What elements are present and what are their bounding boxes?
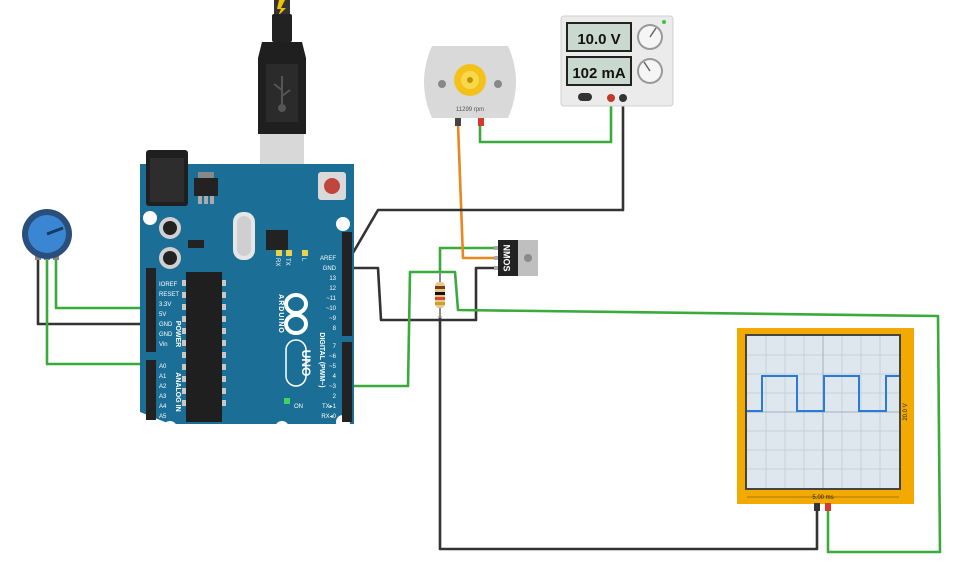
pin-label-bottom_pins-3: 4 (333, 374, 337, 380)
pin-label-power_pins-5: GND (159, 332, 173, 338)
scope-signal-probe[interactable] (825, 503, 831, 511)
pin-label-bottom_pins-1: ~6 (329, 354, 337, 360)
arduino-brand-text: ARDUINO (277, 294, 284, 334)
tx-led (286, 250, 292, 256)
motor-rpm: 11299 rpm (456, 107, 484, 113)
power-switch[interactable] (578, 93, 592, 101)
digital-header-top[interactable] (342, 232, 352, 336)
wire-drain-motor[interactable] (456, 123, 496, 260)
pin-label-bottom_pins-0: 7 (333, 344, 337, 350)
pin-label-bottom_pins-4: ~3 (329, 384, 337, 390)
wire-gnd-mosfet[interactable] (350, 266, 496, 322)
potentiometer[interactable] (22, 209, 72, 260)
wire-pot-5v[interactable] (54, 258, 150, 310)
pin-label-power_pins-4: GND (159, 322, 173, 328)
pin-label-analog_pins-3: A3 (159, 394, 167, 400)
pin-label-top_pins-3: 12 (329, 286, 336, 292)
wire-gnd-scope[interactable] (438, 316, 819, 551)
supply-current-display: 102 mA (572, 65, 626, 82)
mosfet-label: NMOS (502, 245, 512, 272)
wire-pot-a0[interactable] (45, 258, 150, 366)
power-header-label: POWER (174, 321, 181, 347)
pin-label-top_pins-5: ~10 (326, 306, 337, 312)
oscilloscope[interactable] (737, 328, 914, 511)
digital-header-label: DIGITAL (PWM~) (318, 332, 325, 387)
arduino-uno-board[interactable] (140, 150, 354, 435)
wire-gate-scope[interactable] (440, 270, 942, 554)
wire-pot-gnd[interactable] (36, 258, 150, 326)
scope-time-per-div: 5.00 ms (812, 495, 833, 501)
pin-label-top_pins-6: ~9 (329, 316, 337, 322)
pin-label-bottom_pins-7: RX◂0 (321, 414, 336, 420)
rx-led (276, 250, 282, 256)
pin-label-top_pins-7: 8 (333, 326, 337, 332)
pin-label-top_pins-1: GND (323, 266, 337, 272)
motor-sun-icon (454, 64, 486, 96)
pin-label-power_pins-0: IOREF (159, 282, 178, 288)
pin-label-analog_pins-4: A4 (159, 404, 167, 410)
nmos-mosfet[interactable] (494, 240, 538, 276)
usb-icon (273, 76, 291, 112)
wire-pin3-resistor[interactable] (350, 270, 440, 388)
wire-motor-supply[interactable] (478, 98, 613, 144)
led-rx-label: RX (274, 258, 280, 266)
pin-label-power_pins-3: 5V (159, 312, 166, 318)
pin-label-bottom_pins-2: ~5 (329, 364, 337, 370)
pin-label-power_pins-6: Vin (159, 342, 168, 348)
arduino-logo-icon (284, 293, 308, 335)
wire-resistor-gate[interactable] (438, 246, 496, 272)
on-led (284, 398, 290, 404)
positive-terminal[interactable] (607, 94, 615, 102)
led-tx-label: TX (284, 258, 290, 266)
pin-label-top_pins-2: 13 (329, 276, 336, 282)
uno-logo-text: UNO (299, 350, 313, 377)
pin-label-power_pins-2: 3.3V (159, 302, 171, 308)
resistor[interactable] (435, 272, 445, 318)
digital-header-bottom[interactable] (342, 342, 352, 422)
pin-label-analog_pins-1: A1 (159, 374, 167, 380)
scope-trace (747, 375, 899, 412)
pin-label-analog_pins-2: A2 (159, 384, 167, 390)
pin-label-bottom_pins-6: TX▸1 (322, 404, 337, 410)
reset-button[interactable] (324, 178, 340, 194)
pin-label-analog_pins-0: A0 (159, 364, 167, 370)
dc-motor[interactable] (424, 46, 516, 126)
on-label: ON (294, 404, 303, 410)
wire-supply-gnd[interactable] (348, 98, 625, 259)
analog-header-label: ANALOG IN (174, 372, 181, 411)
scope-ground-probe[interactable] (814, 503, 820, 511)
analog-header[interactable] (146, 360, 156, 420)
power-header[interactable] (146, 268, 156, 352)
power-supply[interactable] (560, 15, 674, 107)
scope-volt-per-div: 20.0 V (903, 403, 909, 420)
pin-label-top_pins-4: ~11 (326, 296, 336, 302)
pin-label-power_pins-1: RESET (159, 292, 179, 298)
supply-voltage-display: 10.0 V (577, 31, 620, 48)
led-l-label: L (300, 258, 306, 262)
pin-label-analog_pins-5: A5 (159, 414, 167, 420)
pin-label-top_pins-0: AREF (320, 256, 336, 262)
l-led (302, 250, 308, 256)
negative-terminal[interactable] (619, 94, 627, 102)
pin-label-bottom_pins-5: 2 (333, 394, 337, 400)
